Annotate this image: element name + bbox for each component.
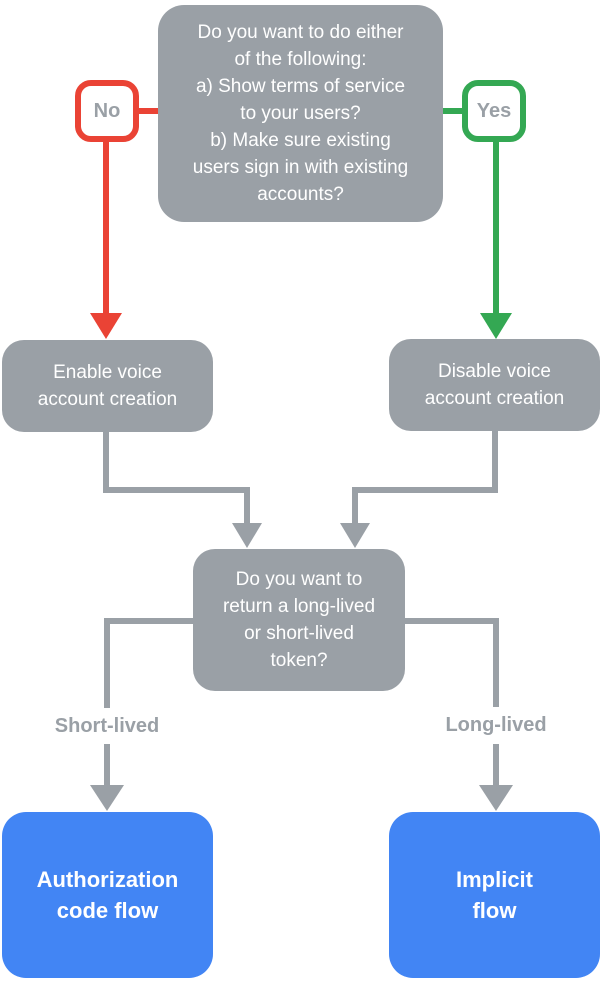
arrowhead-no: [90, 313, 122, 339]
decision-badge-yes: Yes: [462, 80, 526, 142]
result-node-authorization-code-flow: Authorization code flow: [2, 812, 213, 978]
result-node-implicit-flow: Implicit flow: [389, 812, 600, 978]
decision-badge-no: No: [75, 80, 139, 142]
connector-enable-to-token: [103, 432, 262, 548]
arrowhead-merge-left: [232, 523, 262, 548]
edge-label-long-lived: Long-lived: [411, 707, 581, 744]
arrowhead-yes: [480, 313, 512, 339]
arrowhead-short-lived: [90, 785, 124, 811]
question-node-token-lifetime: Do you want to return a long-lived or sh…: [193, 549, 405, 691]
question-node-terms-of-service: Do you want to do either of the followin…: [158, 5, 443, 222]
arrowhead-merge-right: [340, 523, 370, 548]
node-disable-voice-account-creation: Disable voice account creation: [389, 339, 600, 431]
arrowhead-long-lived: [479, 785, 513, 811]
connector-yes-branch: [442, 108, 512, 339]
connector-no-branch: [90, 108, 161, 339]
node-enable-voice-account-creation: Enable voice account creation: [2, 340, 213, 432]
connector-disable-to-token: [340, 431, 498, 548]
edge-label-short-lived: Short-lived: [22, 708, 192, 744]
